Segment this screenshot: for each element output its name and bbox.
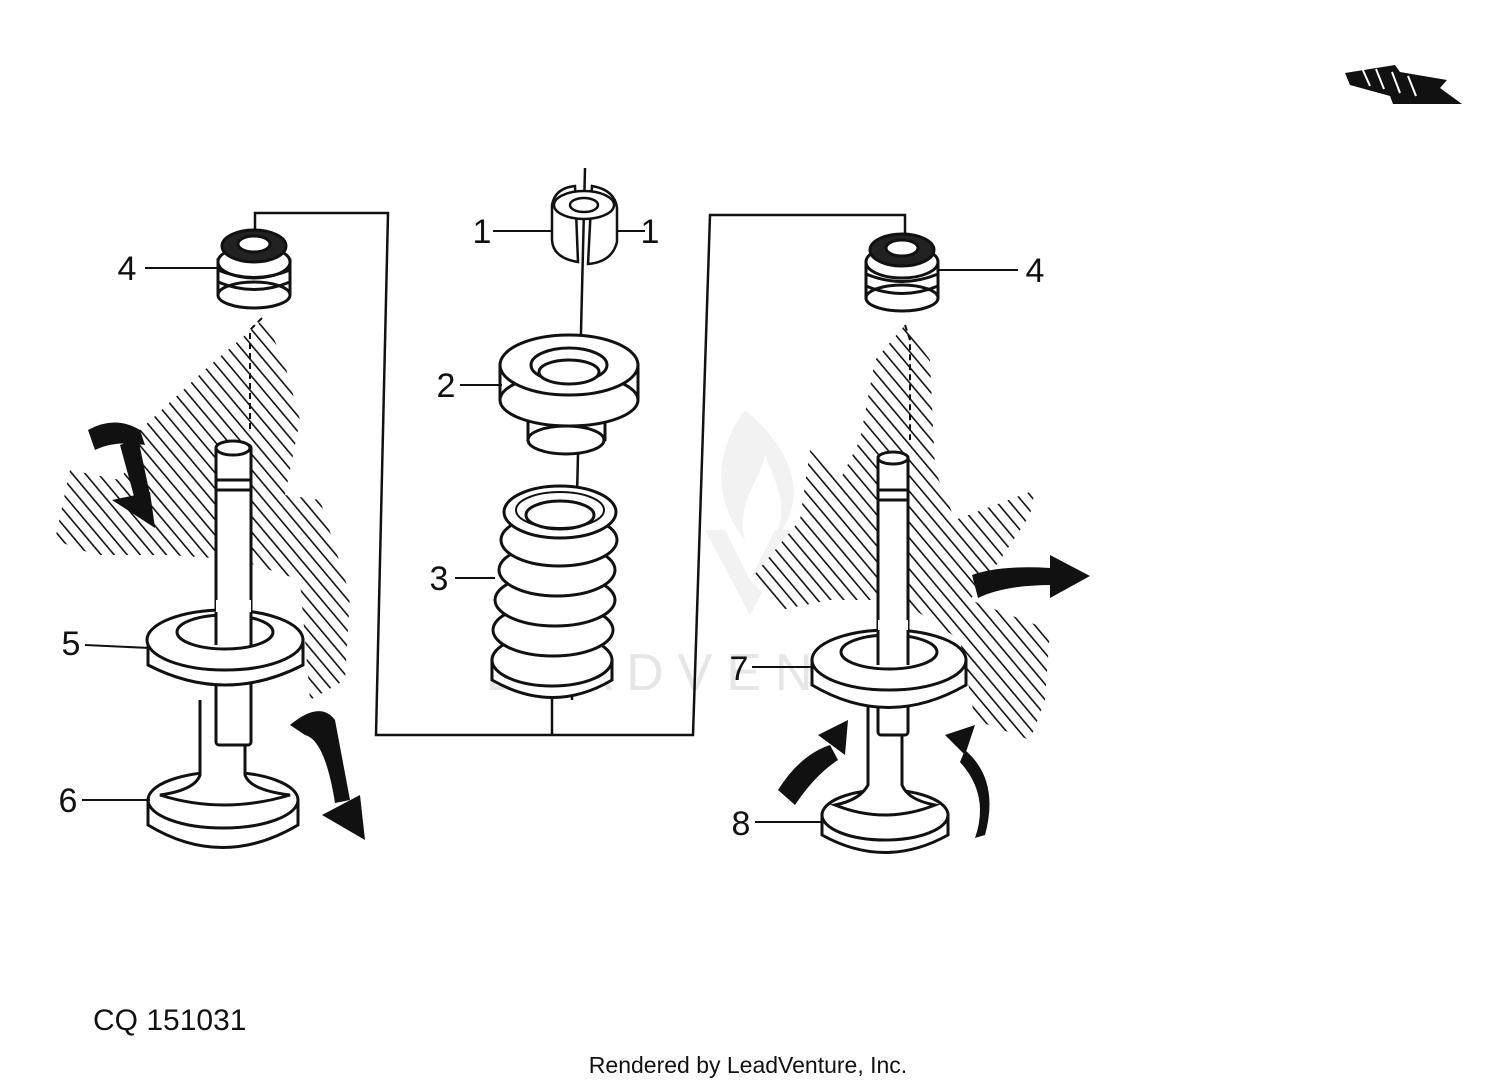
callout-2: 2 bbox=[437, 367, 456, 405]
callout-numbers: 1 1 2 3 4 4 5 6 7 8 bbox=[59, 213, 1045, 843]
valve-spring bbox=[490, 484, 619, 699]
callout-4-right: 4 bbox=[1026, 252, 1045, 290]
right-valve-assembly bbox=[750, 232, 1090, 854]
left-valve-seat bbox=[145, 600, 305, 687]
valve-cotters bbox=[550, 184, 619, 266]
left-valve-stem-seal bbox=[216, 228, 292, 310]
callout-4-left: 4 bbox=[118, 250, 137, 288]
orientation-arrow-icon bbox=[1345, 65, 1462, 104]
right-intake-flow-arrow-icon bbox=[778, 720, 990, 838]
center-parts-stack bbox=[490, 167, 640, 701]
spring-retainer bbox=[498, 333, 640, 456]
right-valve-stem-seal bbox=[864, 232, 940, 313]
left-valve-assembly bbox=[55, 228, 365, 849]
right-valve-seat bbox=[810, 620, 968, 709]
callout-3: 3 bbox=[430, 560, 449, 598]
callout-8: 8 bbox=[732, 805, 751, 843]
left-exhaust-flow-arrow-icon bbox=[290, 711, 365, 840]
right-exhaust-flow-arrow-icon bbox=[972, 555, 1090, 598]
callout-1-right: 1 bbox=[641, 213, 660, 251]
right-intake-valve bbox=[820, 450, 950, 854]
leader-lines bbox=[82, 230, 1018, 823]
left-head-section bbox=[55, 317, 350, 700]
render-credit: Rendered by LeadVenture, Inc. bbox=[589, 1052, 907, 1078]
callout-6: 6 bbox=[59, 782, 78, 820]
callout-1-left: 1 bbox=[473, 213, 492, 251]
callout-5: 5 bbox=[62, 625, 81, 663]
figure-code: CQ 151031 bbox=[93, 1004, 246, 1037]
watermark-logo-icon bbox=[705, 410, 795, 615]
callout-7: 7 bbox=[730, 650, 749, 688]
left-intake-flow-arrow-icon bbox=[88, 422, 155, 528]
